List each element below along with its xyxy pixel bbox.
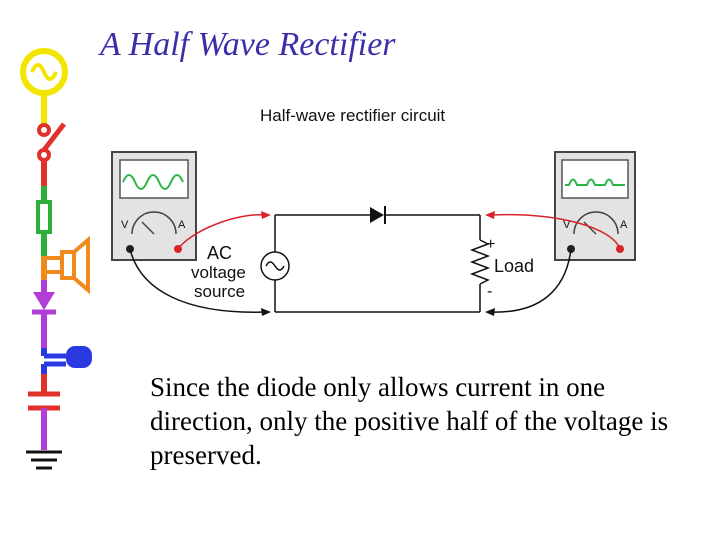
full-sine-wave xyxy=(122,174,184,190)
resistor-icon xyxy=(36,186,52,256)
probe-leads xyxy=(129,211,621,316)
half-wave-trace xyxy=(565,178,625,186)
svg-text:voltage: voltage xyxy=(191,263,246,282)
circuit-title: Half-wave rectifier circuit xyxy=(260,106,445,125)
circuit-diode xyxy=(370,207,384,223)
svg-text:Load: Load xyxy=(494,256,534,276)
slide-caption: Since the diode only allows current in o… xyxy=(150,372,669,470)
right-oscilloscope: V A xyxy=(554,151,636,261)
speaker-icon xyxy=(41,235,90,295)
ground-icon xyxy=(26,450,62,470)
svg-text:V: V xyxy=(121,219,129,231)
circuit-loop xyxy=(260,206,491,313)
slide-title: A Half Wave Rectifier xyxy=(100,26,396,63)
svg-text:A: A xyxy=(620,219,628,231)
battery-icon xyxy=(41,346,92,374)
svg-text:+: + xyxy=(486,236,495,253)
svg-text:-: - xyxy=(487,283,492,300)
capacitor-icon xyxy=(28,374,60,450)
svg-text:AC: AC xyxy=(207,243,232,263)
svg-text:A: A xyxy=(178,219,186,231)
ac-source-icon xyxy=(20,48,68,128)
switch-icon xyxy=(37,122,66,186)
diode-icon xyxy=(32,280,56,348)
left-oscilloscope: V A xyxy=(111,151,197,261)
circuit-ac-source xyxy=(260,251,290,281)
svg-text:source: source xyxy=(194,282,245,301)
svg-text:V: V xyxy=(563,219,571,231)
component-sidebar xyxy=(20,48,92,470)
load-resistor xyxy=(469,239,491,285)
